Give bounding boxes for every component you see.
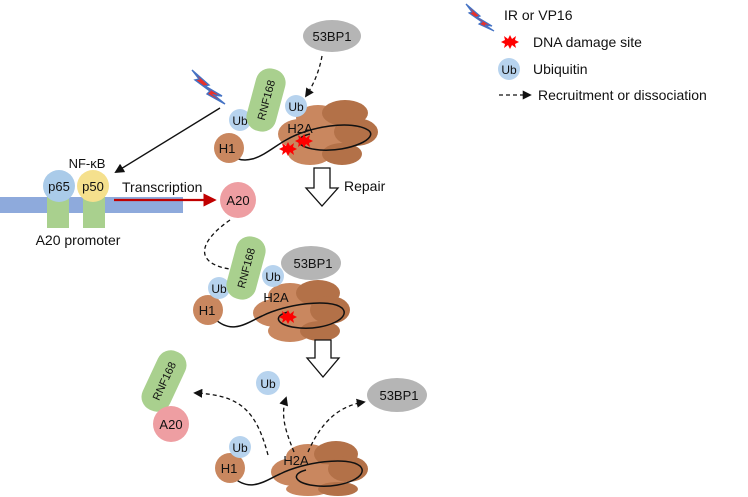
promoter-region: NF-κB p65 p50 A20 promoter [0, 156, 183, 248]
svg-text:Ub: Ub [211, 282, 227, 296]
h2a-middle-label: H2A [263, 290, 289, 305]
bottom-complex: RNF168 A20 Ub 53BP1 H1 Ub H2A [141, 350, 427, 496]
middle-complex: 53BP1 H1 Ub RNF168 Ub H2A [193, 236, 350, 342]
a20-recruit-arrow [203, 219, 242, 275]
p50-subunit [77, 170, 109, 202]
ub-top-right [285, 95, 307, 117]
h1-top [214, 133, 244, 163]
53bp1-top [303, 20, 361, 52]
svg-text:Ub: Ub [260, 377, 276, 391]
rnf168-top: RNF168 [246, 68, 286, 132]
svg-text:Ub: Ub [232, 441, 248, 455]
53bp1-recruit-arrow [304, 55, 323, 98]
dna-strand-top [227, 124, 372, 161]
ub-released [256, 371, 280, 395]
h1-bottom-label: H1 [221, 461, 238, 476]
h1-middle [193, 295, 223, 325]
h1-middle-label: H1 [199, 303, 216, 318]
rnf168-middle: RNF168 [226, 236, 266, 300]
svg-text:Ub: Ub [288, 100, 304, 114]
legend-ir-label: IR or VP16 [504, 7, 573, 23]
h1-bottom [215, 453, 245, 483]
svg-text:Ub: Ub [265, 270, 281, 284]
nfkb-label: NF-κB [69, 156, 106, 171]
legend-ub-symbol: Ub [501, 63, 517, 77]
damage-site-icon [501, 35, 519, 49]
promoter-box-2 [83, 195, 105, 228]
ir-activation-arrow [114, 107, 221, 174]
a20-top-label: A20 [226, 193, 249, 208]
nucleosome-bottom [271, 441, 368, 496]
a20-protein-bottom [153, 406, 189, 442]
promoter-box-1 [47, 195, 69, 228]
dna-strand-middle [213, 302, 345, 329]
p50-label: p50 [82, 179, 104, 194]
repair-arrow-2 [305, 339, 341, 379]
legend-arrow-label: Recruitment or dissociation [538, 87, 707, 103]
h1-top-label: H1 [219, 141, 236, 156]
ub-middle-right [262, 265, 284, 287]
transcription-label: Transcription [122, 179, 202, 195]
lightning-icon [191, 69, 226, 105]
dna-strand-bottom [231, 460, 363, 487]
promoter-label: A20 promoter [36, 232, 121, 248]
dissociate-arrow-53bp1 [307, 398, 366, 453]
ub-bottom [229, 436, 251, 458]
nucleosome-top [278, 100, 378, 165]
legend: IR or VP16 DNA damage site Ub Ubiquitin … [465, 3, 707, 103]
ub-middle-left [208, 277, 230, 299]
repair-label: Repair [344, 178, 386, 194]
53bp1-released-label: 53BP1 [379, 388, 418, 403]
legend-ubiquitin-label: Ubiquitin [533, 61, 587, 77]
legend-damage-label: DNA damage site [533, 34, 642, 50]
53bp1-top-label: 53BP1 [312, 29, 351, 44]
p65-subunit [43, 170, 75, 202]
dissociate-arrow-ub [279, 396, 295, 453]
svg-text:Ub: Ub [232, 114, 248, 128]
lightning-icon [465, 3, 495, 32]
53bp1-middle-label: 53BP1 [293, 256, 332, 271]
a20-bottom-label: A20 [159, 417, 182, 432]
a20-protein-top [220, 182, 256, 218]
repair-arrow-1 [304, 167, 340, 207]
53bp1-released [367, 378, 427, 412]
ub-top-left [229, 109, 251, 131]
53bp1-middle [281, 246, 341, 280]
top-complex: 53BP1 H1 Ub RNF168 Ub H2A [214, 20, 378, 165]
dissociate-arrow-rnf168 [193, 388, 269, 456]
h2a-bottom-label: H2A [283, 453, 309, 468]
p65-label: p65 [48, 179, 70, 194]
h2a-top-label: H2A [287, 121, 313, 136]
rnf168-bottom: RNF168 [141, 350, 187, 412]
ubiquitin-icon [498, 58, 520, 80]
